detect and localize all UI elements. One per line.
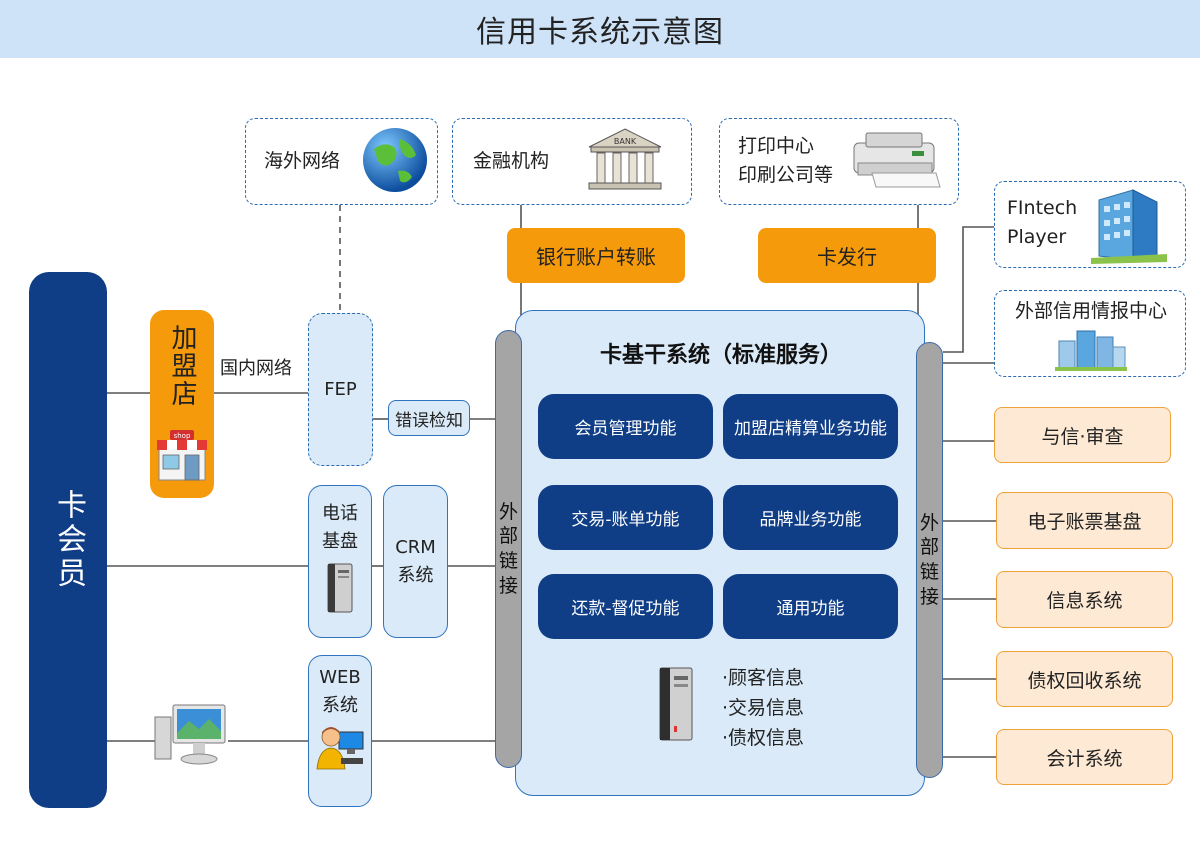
overseas-network-box: 海外网络 [245,118,438,205]
credit-bureau-label: 外部信用情报中心 [1014,300,1167,322]
ext-link-right-char1: 外 [919,511,939,534]
phone-base-line1: 电话 [322,503,358,524]
external-link-bar-right: 外 部 链 接 [916,342,943,778]
error-detect-box: 错误检知 [388,400,470,436]
print-center-box: 打印中心 印刷公司等 [719,118,959,205]
bank-transfer-box: 银行账户转账 [507,228,685,283]
general-function: 通用功能 [723,574,898,639]
fintech-line2: Player [1007,226,1067,249]
print-center-labels: 打印中心 印刷公司等 [738,132,833,191]
print-center-line1: 打印中心 [738,135,815,157]
card-member-label: 卡会员 [51,489,86,591]
user-computer-icon [315,724,365,779]
member-management-function: 会员管理功能 [538,394,713,459]
debt-collection-box: 债权回收系统 [996,651,1173,707]
credit-bureau-box: 外部信用情报中心 [994,290,1186,377]
monitor-icon [153,703,229,769]
ext-link-right-char3: 链 [919,561,939,583]
web-line1: WEB [319,667,361,688]
domestic-network-label: 国内网络 [220,358,292,379]
card-member-bar: 卡会员 [29,272,107,808]
crm-line1: CRM [395,536,436,558]
merchant-box: 加盟店 shop [150,310,214,498]
ext-link-right-char4: 接 [919,585,939,608]
overseas-network-label: 海外网络 [264,150,341,172]
info-list: ·顾客信息 ·交易信息 ·债权信息 [722,663,804,753]
phone-base-line2: 基盘 [322,530,358,552]
merchant-settlement-function: 加盟店精算业务功能 [723,394,898,459]
external-link-bar-left: 外 部 链 接 [495,330,522,768]
building-icon [1089,186,1169,268]
credit-review-box: 与信·审查 [994,407,1171,463]
fep-label: FEP [324,379,357,400]
ext-link-left-char1: 外 [498,500,518,523]
server-tower-icon [325,562,355,623]
card-issue-box: 卡发行 [758,228,936,283]
shop-icon: shop [154,428,210,482]
info-credit: ·债权信息 [722,727,805,749]
server-tower-icon [656,666,696,746]
printer-icon [850,129,942,197]
merchant-label: 加盟店 [167,324,197,408]
phone-base-box: 电话 基盘 [308,485,372,638]
transaction-bill-function: 交易-账单功能 [538,485,713,550]
error-detect-label: 错误检知 [395,410,463,431]
ext-link-left-char4: 接 [498,574,518,597]
crm-line2: 系统 [397,564,434,586]
brand-business-function: 品牌业务功能 [723,485,898,550]
globe-icon [360,125,430,199]
fintech-line1: FIntech [1007,197,1078,219]
financial-institution-label: 金融机构 [473,150,550,172]
accounting-system-box: 会计系统 [996,729,1173,785]
fintech-labels: FIntech Player [1007,194,1077,253]
web-box: WEB 系统 [308,655,372,807]
web-line2: 系统 [322,694,358,716]
crm-box: CRM 系统 [383,485,448,638]
e-ledger-base-box: 电子账票基盘 [996,492,1173,549]
ext-link-left-char2: 部 [498,525,518,548]
shop-sign-text: shop [174,432,191,440]
repayment-urge-function: 还款-督促功能 [538,574,713,639]
info-transaction: ·交易信息 [722,697,805,719]
ext-link-right-char2: 部 [919,536,939,559]
bank-icon: BANK [585,127,665,199]
fintech-player-box: FIntech Player [994,181,1186,268]
info-customer: ·顾客信息 [722,667,805,689]
core-system-title: 卡基干系统（标准服务） [599,343,842,368]
ext-link-left-char3: 链 [498,550,518,572]
fep-box: FEP [308,313,373,466]
bank-sign-text: BANK [614,137,637,146]
core-system-box: 卡基干系统（标准服务） [515,310,925,796]
print-center-line2: 印刷公司等 [738,164,834,187]
financial-institution-box: 金融机构 BANK [452,118,692,205]
information-system-box: 信息系统 [996,571,1173,628]
page-title: 信用卡系统示意图 [0,0,1200,58]
city-buildings-icon [1055,327,1127,375]
